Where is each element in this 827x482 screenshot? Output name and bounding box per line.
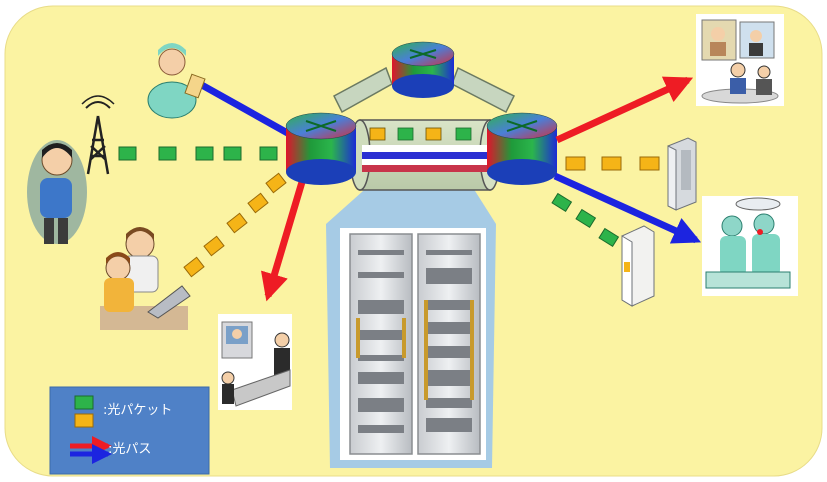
legend-packet-green-swatch bbox=[74, 395, 94, 410]
packet-stream-server bbox=[565, 156, 660, 171]
server-tower-icon bbox=[667, 137, 697, 211]
optical-path-blue-nurse bbox=[198, 80, 302, 144]
legend-panel bbox=[49, 386, 210, 475]
cell-tower-icon bbox=[81, 95, 115, 175]
router-icon bbox=[391, 41, 455, 98]
optical-path-blue-surgery bbox=[553, 172, 702, 244]
router-icon bbox=[285, 112, 357, 185]
packet-stream-family bbox=[183, 172, 287, 278]
legend-path-label: :光パス bbox=[108, 442, 152, 457]
optical-switch-icon bbox=[349, 119, 501, 191]
legend-packet-orange-swatch bbox=[74, 413, 94, 428]
server-rack-photo bbox=[340, 228, 486, 460]
server-tower-icon bbox=[621, 225, 655, 307]
packet-stream-mobile bbox=[118, 146, 278, 161]
router-icon bbox=[486, 112, 558, 185]
packet-stream-tower bbox=[551, 192, 620, 248]
surgery-team-icon bbox=[702, 196, 798, 296]
optical-path-red-meeting bbox=[555, 76, 694, 144]
nurse-icon bbox=[147, 43, 206, 119]
mobile-user-icon bbox=[27, 140, 87, 244]
meeting-room-icon bbox=[696, 14, 784, 106]
legend-packet-label: :光パケット bbox=[103, 403, 173, 418]
family-computer-icon bbox=[100, 227, 191, 330]
optical-path-red-conference bbox=[260, 180, 306, 302]
video-conference-icon bbox=[218, 314, 292, 410]
